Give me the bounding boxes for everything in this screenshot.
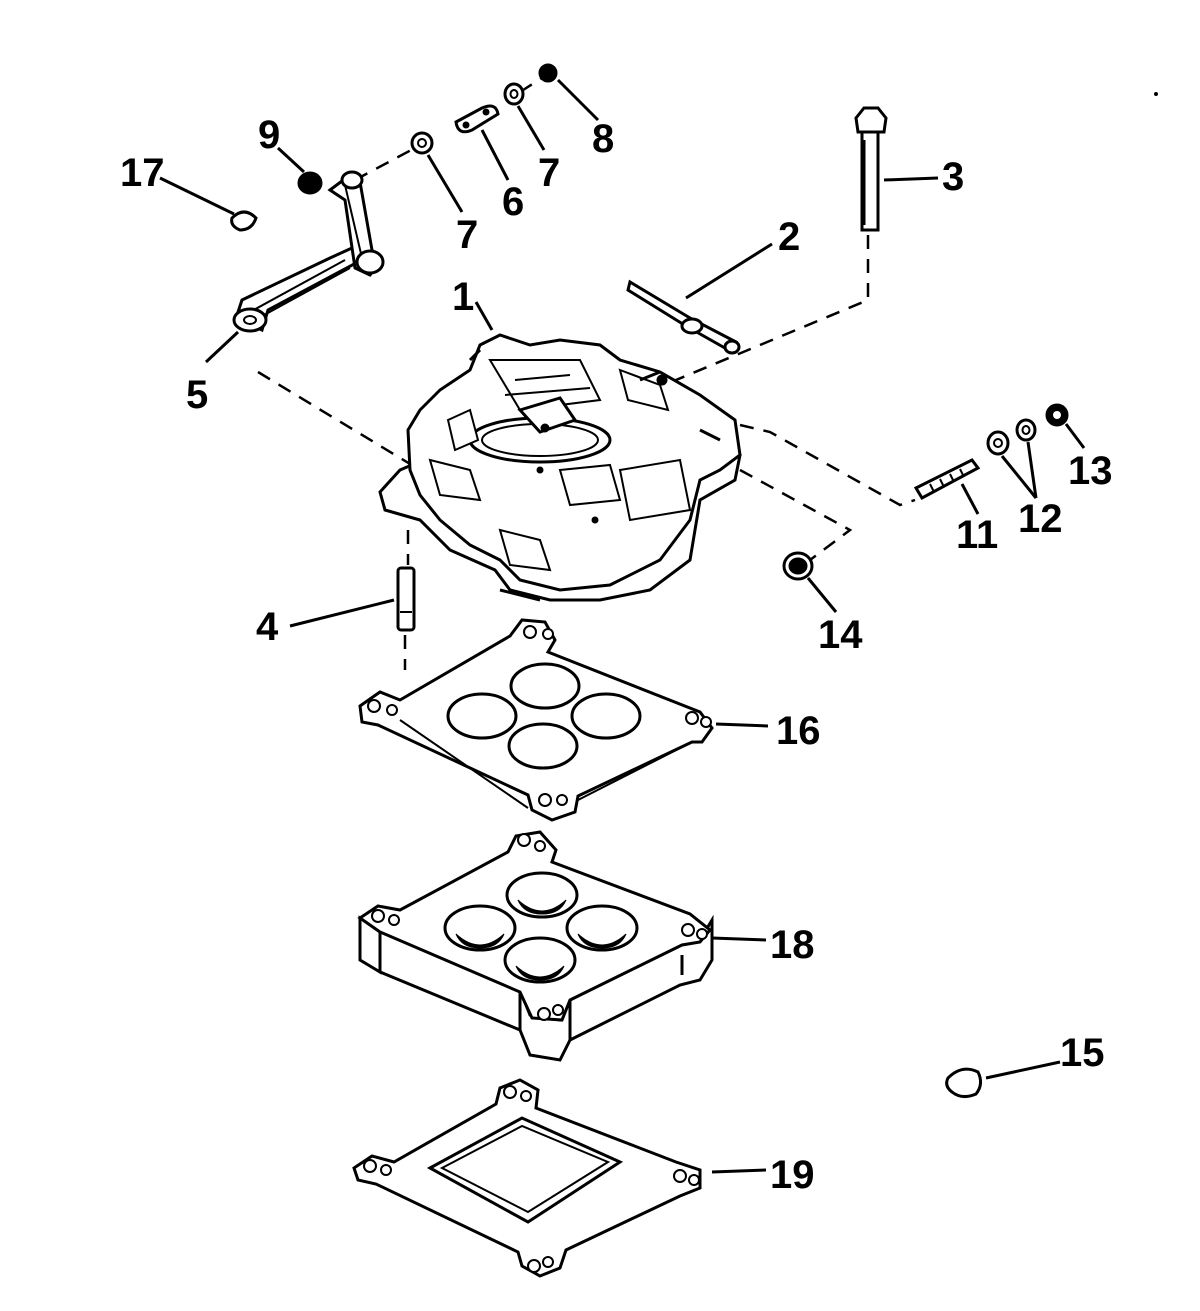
bolt-part-3 [854, 106, 888, 232]
callout-6: 6 [502, 180, 524, 224]
callout-13: 13 [1068, 449, 1113, 493]
callout-11: 11 [956, 513, 998, 557]
leader-lines [159, 78, 1086, 1174]
callout-8: 8 [592, 117, 614, 161]
callout-7-upper: 7 [538, 151, 560, 195]
bushing-part-9 [297, 171, 323, 195]
washer-part-12-b [1015, 418, 1037, 442]
throttle-lever-part-5 [232, 170, 385, 333]
callout-3: 3 [942, 155, 964, 199]
callout-1: 1 [452, 275, 474, 319]
callout-12: 12 [1018, 497, 1063, 541]
rod-part-2 [626, 279, 741, 355]
gasket-part-19 [352, 1078, 702, 1278]
plug-part-15 [945, 1067, 983, 1099]
callout-18: 18 [770, 923, 815, 967]
callout-9: 9 [258, 113, 280, 157]
gasket-part-16 [358, 618, 714, 822]
clip-part-17 [230, 210, 258, 232]
callout-14: 14 [818, 613, 863, 657]
tube-part-4 [396, 566, 416, 632]
callout-16: 16 [776, 709, 821, 753]
cap-part-8 [538, 63, 558, 83]
washer-part-12-a [986, 430, 1010, 456]
callout-5: 5 [186, 373, 208, 417]
callout-numbers: 1 2 3 4 5 6 7 7 8 9 11 12 13 14 15 16 17… [120, 113, 1113, 1197]
callout-15: 15 [1060, 1031, 1105, 1075]
nut-part-13 [1045, 403, 1069, 427]
speck-mark [1154, 92, 1158, 96]
spacer-part-18 [357, 830, 714, 1062]
nut-part-14 [782, 551, 814, 581]
callout-19: 19 [770, 1153, 815, 1197]
callout-17: 17 [120, 151, 165, 195]
washer-part-7-lower [410, 131, 434, 155]
carburetor-part-1 [378, 333, 742, 602]
stud-part-11 [913, 458, 981, 500]
callout-2: 2 [778, 215, 800, 259]
link-part-6 [454, 104, 500, 134]
washer-part-7-upper [503, 82, 525, 106]
callout-7-lower: 7 [456, 213, 478, 257]
callout-4: 4 [256, 605, 279, 649]
